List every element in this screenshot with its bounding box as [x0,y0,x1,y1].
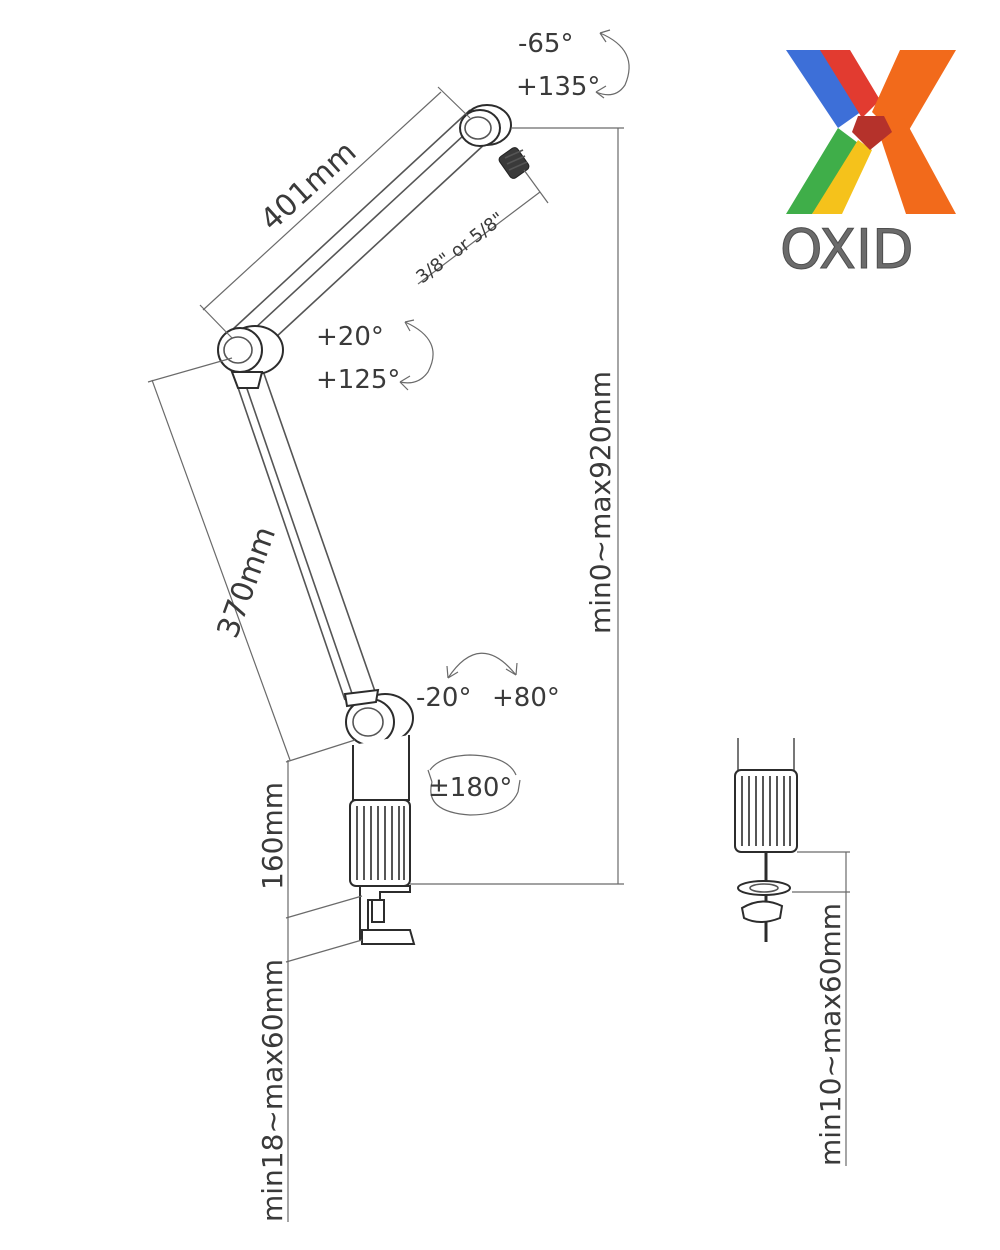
head-joint [459,104,512,147]
upper-arm-length-label: 401mm [254,135,363,238]
head-rotation-arrow [595,32,630,96]
upper-arm [231,109,501,351]
base-tilt-arrow [447,652,517,679]
labels: -65° +135° 401mm 3/8" or 5/8" +20° +125°… [211,29,847,1222]
elbow-rotation-arrow [399,321,434,384]
thread-size-label: 3/8" or 5/8" [412,208,508,288]
head-angle-max-label: +135° [516,72,600,102]
desk-clamp [359,885,416,945]
elbow-angle-max-label: +125° [316,365,400,395]
thread-mount [498,147,530,179]
lower-arm-length-label: 370mm [211,522,283,643]
oxid-logo-text: OXID [780,218,914,281]
vertical-post [349,735,411,887]
elbow-joint [217,325,284,389]
oxid-logo: OXID [780,50,956,282]
head-angle-min-label: -65° [518,29,573,59]
reach-height-label: min0~max920mm [584,371,617,634]
elbow-angle-min-label: +20° [316,322,384,352]
rotation-arrows [399,29,630,816]
grommet-range-label: min10~max60mm [814,903,847,1166]
boom-arm-drawing [217,104,798,945]
post-height-label: 160mm [256,782,289,890]
base-angle-max-label: +80° [492,683,560,713]
base-joint [343,688,414,746]
oxid-logo-mark [786,50,956,214]
clamp-range-label: min18~max60mm [256,959,289,1222]
swivel-arrow [430,781,519,816]
grommet-variant [734,738,798,942]
dimension-lines [147,86,850,1222]
lower-arm [231,367,379,709]
base-angle-min-label: -20° [416,683,471,713]
rotation-label: ±180° [428,773,512,803]
